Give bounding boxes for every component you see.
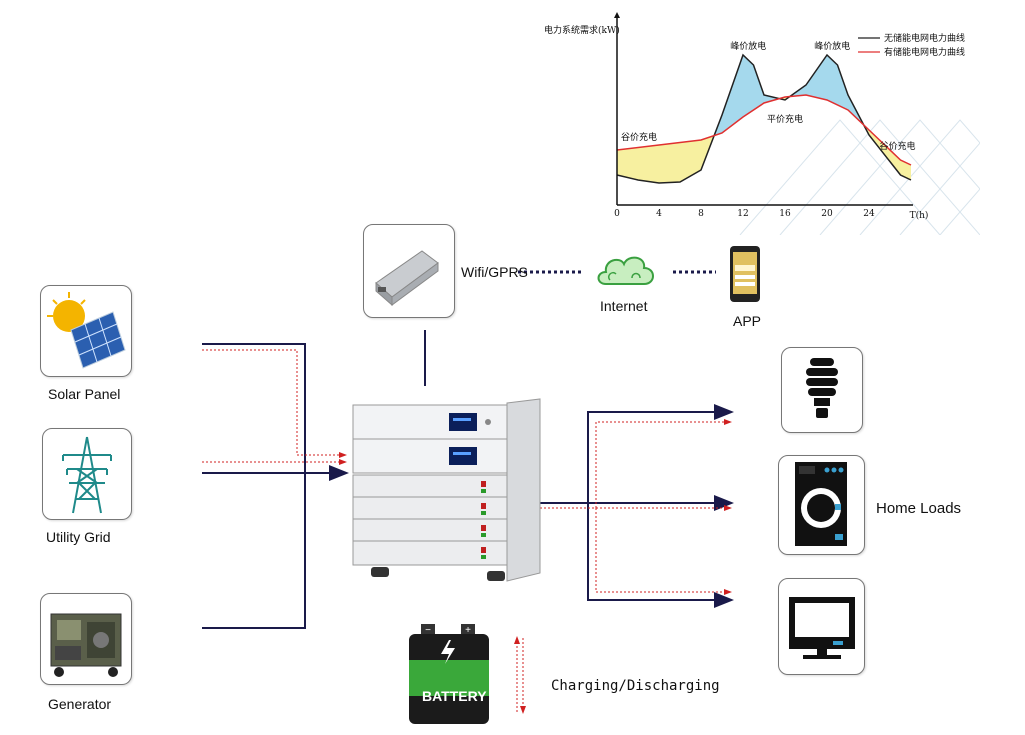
x-tick-label: 8 [698,209,704,219]
chart-bg-line [819,119,980,235]
tariff-chart: 0 4 8 12 16 20 24 T(h) 电力系统需求(kW) 峰价放电 峰价放电平价充电谷价充… [540,0,980,235]
app-label: APP [733,313,762,329]
generator-icon [50,613,122,677]
solar-panel-icon [47,292,126,369]
annotation-flat: 平价充电 [767,113,803,125]
tv-box [778,578,865,675]
x-tick-label: 24 [863,209,875,219]
storage-cabinet [352,398,541,582]
light-bulb-icon [806,358,838,418]
washing-machine-box [778,455,865,555]
chart-bg-line [739,119,941,235]
svg-text:−: − [425,625,431,636]
battery-text: BATTERY [422,688,487,704]
x-tick-label: 4 [656,209,662,219]
utility-grid-label: Utility Grid [46,529,111,545]
legend-label-no-storage: 无储能电网电力曲线 [884,32,965,44]
cloud-icon [597,256,654,285]
light-bulb-box [781,347,863,433]
battery-icon: − + [409,624,489,724]
chart-bg-line [859,119,980,235]
series-line-no-storage [616,53,912,184]
y-axis-label: 电力系统需求(kW) [544,24,620,36]
valley-charge-area [617,95,911,183]
annotation-peak-left: 峰价放电 [730,40,766,52]
x-tick-label: 16 [779,209,791,219]
generator-label: Generator [48,696,112,712]
utility-grid-box [42,428,132,520]
phone-app-icon [730,246,760,302]
wifi-module-box [363,224,455,318]
chart-bg-line [899,142,980,235]
legend-label-with-storage: 有储能电网电力曲线 [884,46,965,58]
tariff-chart-svg: 0 4 8 12 16 20 24 T(h) 电力系统需求(kW) 峰价放电 峰价放电平价充电谷价充… [544,12,980,235]
wifi-gprs-label: Wifi/GPRS [461,264,528,280]
annotation-valley-right: 谷价充电 [880,140,916,152]
generator-box [40,593,132,685]
annotation-valley-left: 谷价充电 [621,131,657,143]
wifi-dongle-icon [375,250,439,307]
x-axis-label: T(h) [910,210,929,221]
peak-discharge-area [617,55,911,183]
charging-caption: Charging/Discharging [551,678,720,694]
chart-bg-line [779,119,980,235]
annotation-peak-right: 峰价放电 [814,40,850,52]
washing-machine-icon [795,462,847,546]
series-line-with-storage [616,94,912,166]
y-axis-arrow [614,12,620,18]
input-red-flow [202,349,347,465]
svg-text:+: + [465,625,471,636]
output-bus [540,404,734,608]
transmission-tower-icon [62,436,112,514]
x-tick-label: 0 [614,209,620,219]
x-tick-label: 12 [737,209,748,219]
solar-panel-label: Solar Panel [48,386,121,402]
tv-icon [789,597,855,659]
output-red-flow [540,419,732,595]
chart-bg-line [939,188,980,235]
home-loads-label: Home Loads [876,500,962,517]
input-bus [202,343,349,629]
x-tick-label: 20 [821,209,833,219]
internet-label: Internet [600,298,648,314]
solar-panel-box [40,285,132,377]
